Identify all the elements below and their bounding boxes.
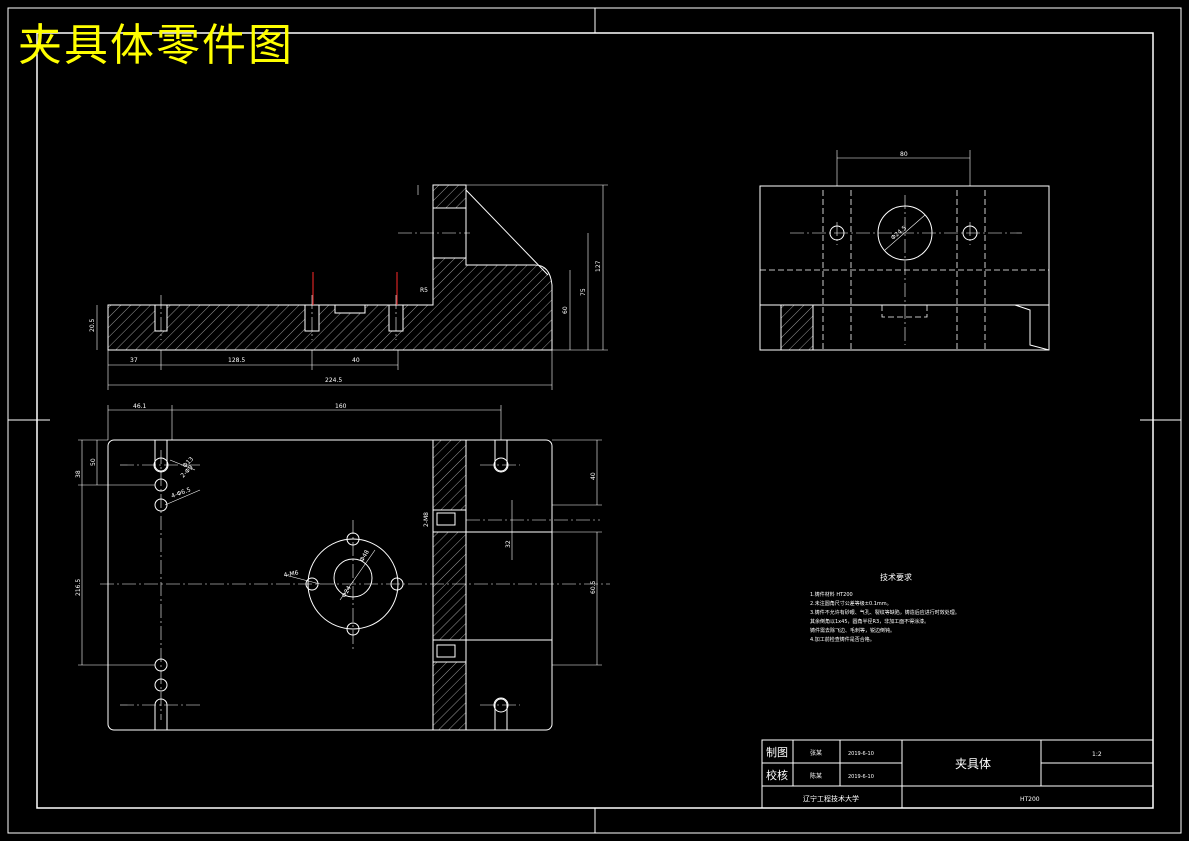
tech-line: 1.铸件材料 HT200 <box>810 591 853 598</box>
drawing-title: 夹具体零件图 <box>18 20 294 71</box>
dim-total-height: 216.5 <box>75 579 82 596</box>
dim-seg3: 40 <box>352 357 360 364</box>
drawn-name: 张某 <box>810 749 822 757</box>
dim-left-height: 20.5 <box>89 318 96 332</box>
material: HT200 <box>1020 796 1040 803</box>
dim-seg2: 128.5 <box>228 357 245 364</box>
plan-view: 46.1 160 38 50 216.5 40 60.5 32 2-Φ9 4-Φ… <box>75 403 610 731</box>
tech-line: 2.未注圆角尺寸公差等级±0.1mm。 <box>810 600 892 607</box>
dim-slot: 2-M8 <box>423 512 430 527</box>
tech-heading: 技术要求 <box>880 572 912 582</box>
dim-chamfer: R5 <box>420 287 428 294</box>
checked-date: 2019-6-10 <box>848 774 874 780</box>
dim-height-b: 60 <box>562 306 569 314</box>
tech-line: 铸件需去除飞边、毛刺等，锐边倒钝。 <box>810 627 895 634</box>
dim-seg1: 37 <box>130 357 138 364</box>
checked-label: 校核 <box>766 768 788 782</box>
dim-bolt-circle: 4-M6 <box>283 569 299 579</box>
school-name: 辽宁工程技术大学 <box>803 794 859 803</box>
tech-line: 3.铸件不允许有砂眼、气孔、裂纹等缺陷，铸造后应进行时效处理。 <box>810 609 960 616</box>
dim-right-v1: 40 <box>590 472 597 480</box>
scale: 1:2 <box>1092 751 1102 758</box>
dim-side-width: 80 <box>900 151 908 158</box>
dim-pcd: Φ48 <box>359 549 371 563</box>
tech-line: 4.加工前检查铸件是否合格。 <box>810 636 875 643</box>
dim-height-total: 127 <box>595 260 602 272</box>
part-name: 夹具体 <box>955 757 991 771</box>
drawn-date: 2019-6-10 <box>848 751 874 757</box>
checked-name: 陈某 <box>810 772 822 780</box>
dim-left-offset: 46.1 <box>133 403 147 410</box>
dim-right-v3: 32 <box>505 540 512 548</box>
dim-left-v2: 50 <box>90 458 97 466</box>
tech-line: 其余倒角以1x45，圆角半径R3，非加工面不得涂漆。 <box>810 618 929 625</box>
dim-top-width: 160 <box>335 403 347 410</box>
drawing-frame <box>7 7 1182 834</box>
front-view: 224.5 37 128.5 40 20.5 127 75 60 R5 <box>89 184 608 390</box>
dim-total-length: 224.5 <box>325 377 342 384</box>
dim-height-a: 75 <box>580 288 587 296</box>
title-block: 制图 校核 张某 陈某 2019-6-10 2019-6-10 夹具体 1:2 … <box>761 739 1154 809</box>
dim-right-v2: 60.5 <box>590 580 597 594</box>
side-view: 80 Φ24.5 <box>759 150 1050 351</box>
drawn-label: 制图 <box>766 746 788 759</box>
dim-left-v1: 38 <box>75 470 82 478</box>
tech-requirements: 技术要求 1.铸件材料 HT200 2.未注圆角尺寸公差等级±0.1mm。 3.… <box>810 572 960 643</box>
dim-pin-hole: Φ13 <box>181 456 195 470</box>
